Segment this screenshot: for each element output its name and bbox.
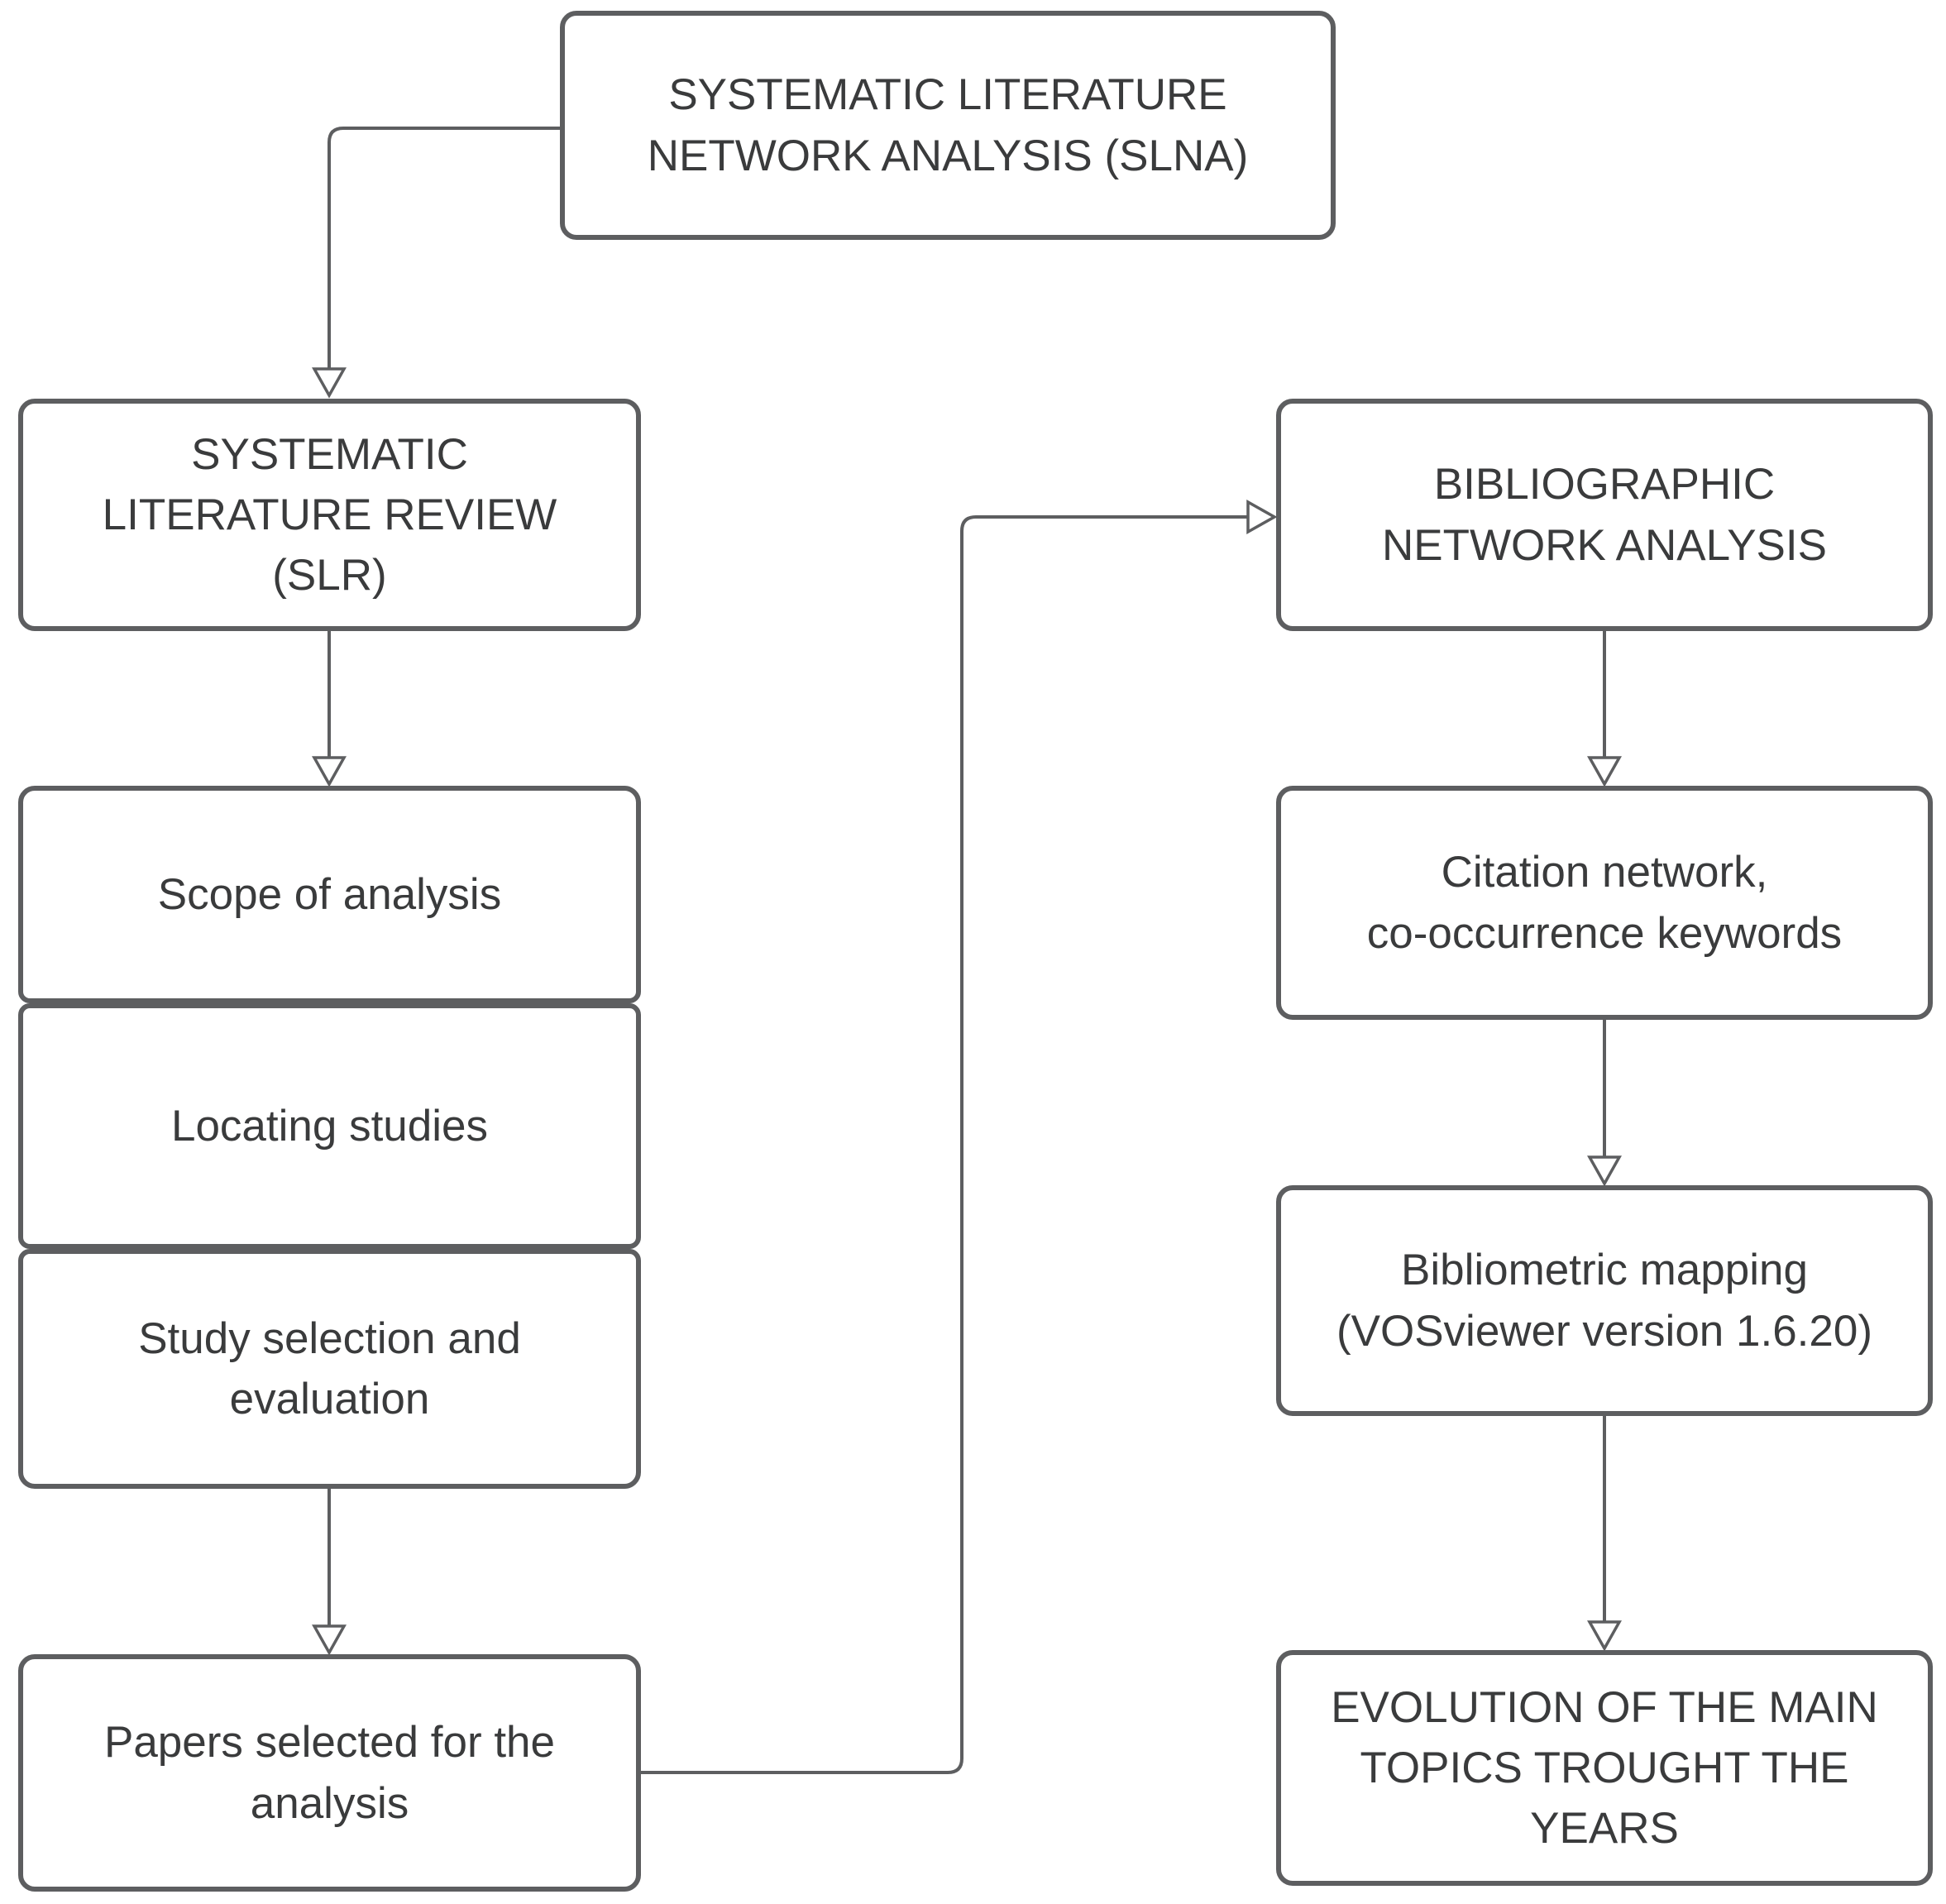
node-locating-studies: Locating studies bbox=[18, 1003, 641, 1249]
arrowhead-papers-to-biblio bbox=[1246, 500, 1278, 534]
arrowhead-mapping-to-evolution bbox=[1587, 1620, 1622, 1652]
connector-slna-to-slr bbox=[328, 127, 560, 369]
node-papers-selected: Papers selected for the analysis bbox=[18, 1654, 641, 1892]
node-slr: SYSTEMATIC LITERATURE REVIEW (SLR) bbox=[18, 399, 641, 631]
node-bibliographic-network-analysis: BIBLIOGRAPHIC NETWORK ANALYSIS bbox=[1276, 399, 1933, 631]
arrowhead-slr-to-scope bbox=[312, 756, 347, 787]
node-citation-network: Citation network, co-occurrence keywords bbox=[1276, 786, 1933, 1020]
connector-papers-to-biblio bbox=[641, 515, 1248, 1774]
node-slna: SYSTEMATIC LITERATURE NETWORK ANALYSIS (… bbox=[560, 11, 1336, 240]
node-evolution-of-topics: EVOLUTION OF THE MAIN TOPICS TROUGHT THE… bbox=[1276, 1650, 1933, 1886]
node-study-selection: Study selection and evaluation bbox=[18, 1249, 641, 1489]
arrowhead-biblio-to-citation bbox=[1587, 756, 1622, 787]
arrowhead-slna-to-slr bbox=[312, 367, 347, 399]
node-bibliometric-mapping: Bibliometric mapping (VOSviewer version … bbox=[1276, 1185, 1933, 1416]
arrowhead-citation-to-mapping bbox=[1587, 1155, 1622, 1187]
arrowhead-study-to-papers bbox=[312, 1624, 347, 1656]
node-scope-of-analysis: Scope of analysis bbox=[18, 786, 641, 1003]
